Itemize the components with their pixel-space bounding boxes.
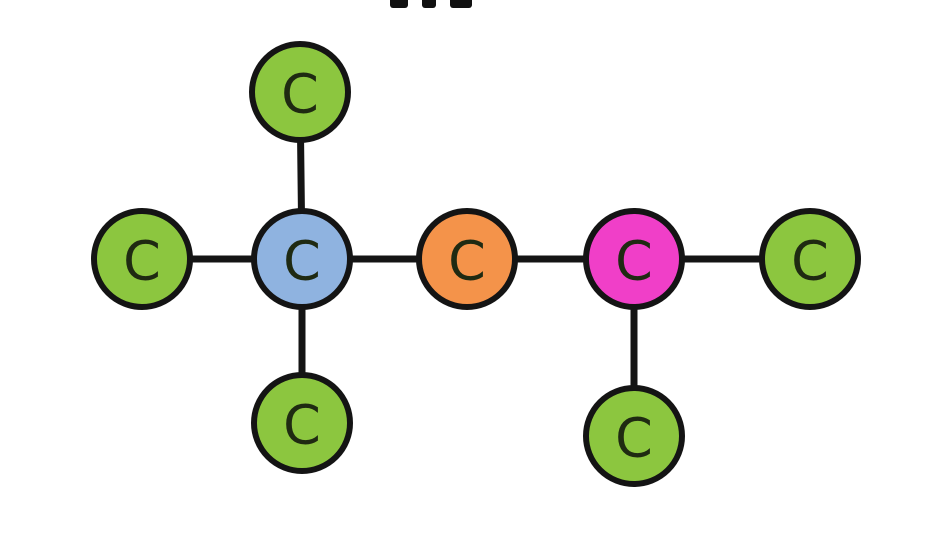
atom-label-a-right: C [791, 230, 829, 293]
atom-node-a-tert: C [583, 208, 685, 310]
atom-node-a-top: C [249, 41, 351, 143]
atom-circle-a-top [249, 41, 351, 143]
atom-label-a-top: C [281, 63, 319, 126]
atom-circle-a-tert [583, 208, 685, 310]
atom-label-a-bottom: C [283, 394, 321, 457]
atom-label-a-tert: C [615, 230, 653, 293]
atom-circle-a-tert-down [583, 385, 685, 487]
atom-node-a-mid: C [416, 208, 518, 310]
atom-label-a-left: C [123, 230, 161, 293]
atom-node-a-left: C [91, 208, 193, 310]
atom-node-a-tert-down: C [583, 385, 685, 487]
atom-circle-a-quat [251, 208, 353, 310]
atom-label-a-quat: C [283, 230, 321, 293]
atom-circle-a-left [91, 208, 193, 310]
atom-node-a-bottom: C [251, 372, 353, 474]
atom-label-a-tert-down: C [615, 407, 653, 470]
atom-circle-a-bottom [251, 372, 353, 474]
cropped-heading [330, 0, 600, 8]
atom-circle-a-right [759, 208, 861, 310]
atom-node-a-right: C [759, 208, 861, 310]
atoms-layer: C C C C C C C C [91, 41, 861, 487]
atom-circle-a-mid [416, 208, 518, 310]
atom-label-a-mid: C [448, 230, 486, 293]
atom-node-a-quat: C [251, 208, 353, 310]
